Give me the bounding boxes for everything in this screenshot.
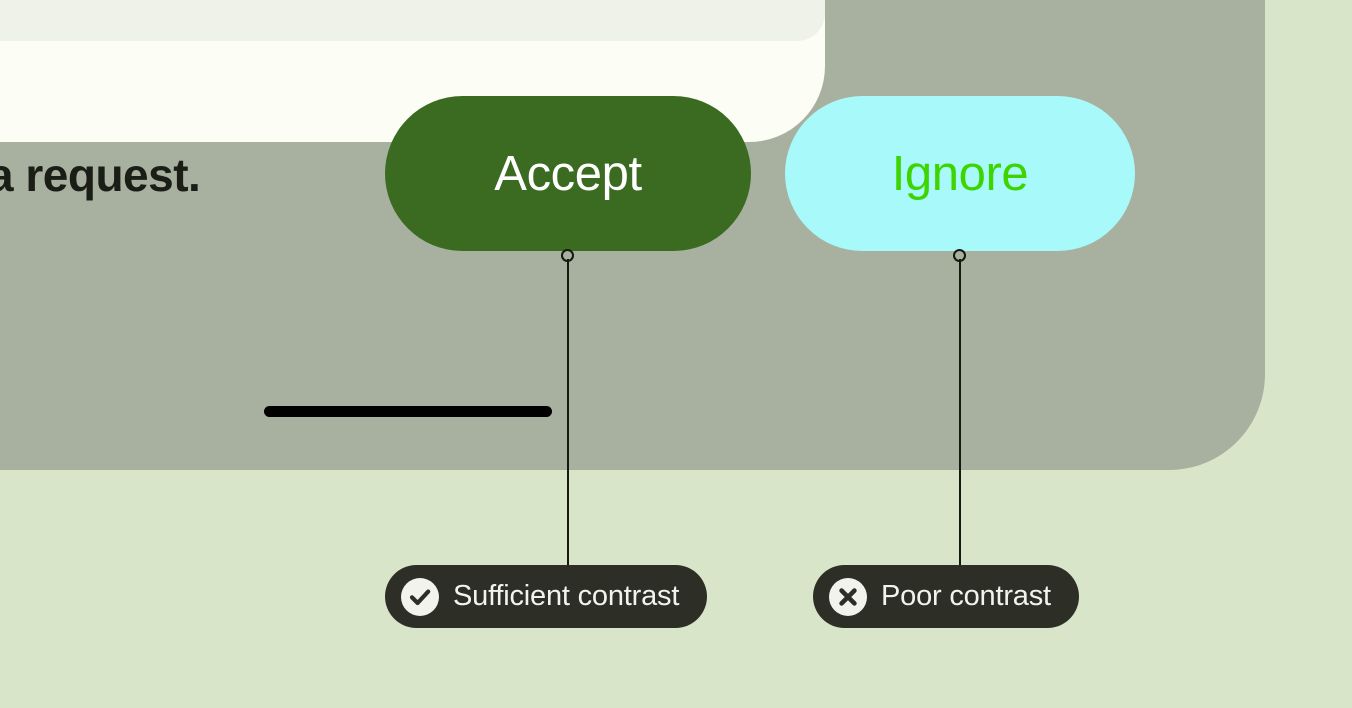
home-indicator-bar — [264, 406, 552, 417]
callout-anchor-dot-ignore — [953, 249, 966, 262]
x-icon — [829, 577, 867, 616]
ignore-button-label: Ignore — [891, 146, 1029, 201]
callout-leader-line-ignore — [959, 259, 961, 569]
content-card-lower — [0, 0, 825, 41]
annotation-poor-label: Poor contrast — [881, 580, 1051, 612]
accept-button[interactable]: Accept — [385, 96, 751, 251]
callout-leader-line-accept — [567, 259, 569, 569]
accept-button-label: Accept — [494, 146, 642, 201]
callout-anchor-dot-accept — [561, 249, 574, 262]
annotation-sufficient-contrast: Sufficient contrast — [385, 565, 708, 628]
annotation-sufficient-label: Sufficient contrast — [453, 580, 680, 612]
annotation-poor-contrast: Poor contrast — [813, 565, 1079, 628]
check-icon — [401, 577, 439, 616]
message-text: a request. — [0, 149, 201, 201]
ignore-button[interactable]: Ignore — [785, 96, 1135, 251]
